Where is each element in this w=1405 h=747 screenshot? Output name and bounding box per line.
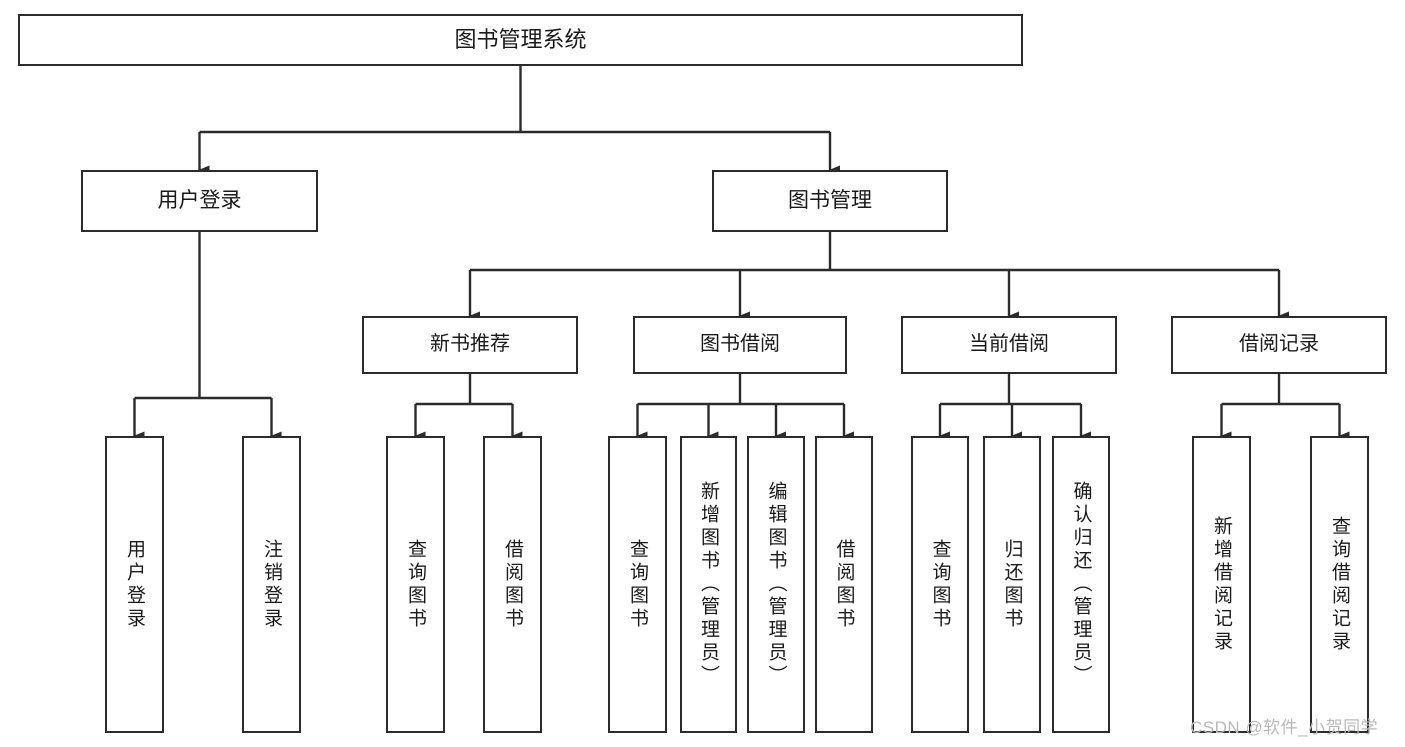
leaf-query-book-2[interactable]: 查询图书 (608, 436, 667, 733)
node-current-borrow[interactable]: 当前借阅 (901, 316, 1117, 374)
leaf-add-book-label: 新增图书（管理员） (698, 481, 719, 688)
leaf-borrow-book-2-label: 借阅图书 (833, 538, 855, 631)
leaf-query-book-3-label: 查询图书 (929, 538, 951, 631)
leaf-edit-book[interactable]: 编辑图书（管理员） (747, 436, 805, 733)
node-borrow-record-label: 借阅记录 (1239, 333, 1319, 356)
leaf-borrow-book-2[interactable]: 借阅图书 (815, 436, 873, 733)
leaf-borrow-book-1[interactable]: 借阅图书 (483, 436, 542, 733)
leaf-query-book-1[interactable]: 查询图书 (386, 436, 445, 733)
node-book-borrow[interactable]: 图书借阅 (633, 316, 847, 374)
node-book-manage-label: 图书管理 (788, 188, 872, 212)
node-current-borrow-label: 当前借阅 (969, 333, 1049, 356)
node-book-manage[interactable]: 图书管理 (712, 170, 948, 232)
leaf-query-book-3[interactable]: 查询图书 (911, 436, 969, 733)
leaf-add-record[interactable]: 新增借阅记录 (1192, 436, 1251, 733)
leaf-return-book[interactable]: 归还图书 (983, 436, 1041, 733)
node-borrow-record[interactable]: 借阅记录 (1171, 316, 1387, 374)
leaf-query-record[interactable]: 查询借阅记录 (1310, 436, 1369, 733)
leaf-logout-label: 注销登录 (261, 538, 282, 631)
node-root[interactable]: 图书管理系统 (18, 14, 1023, 66)
node-user-login[interactable]: 用户登录 (81, 170, 318, 232)
leaf-query-book-2-label: 查询图书 (627, 538, 648, 631)
leaf-confirm-return-label: 确认归还（管理员） (1070, 481, 1092, 688)
leaf-edit-book-label: 编辑图书（管理员） (765, 481, 787, 688)
leaf-user-login[interactable]: 用户登录 (105, 436, 164, 733)
node-root-label: 图书管理系统 (454, 27, 587, 53)
leaf-add-record-label: 新增借阅记录 (1211, 515, 1232, 654)
leaf-confirm-return[interactable]: 确认归还（管理员） (1052, 436, 1110, 733)
leaf-query-book-1-label: 查询图书 (405, 538, 426, 631)
node-new-book-recommend[interactable]: 新书推荐 (362, 316, 578, 374)
leaf-logout[interactable]: 注销登录 (242, 436, 301, 733)
leaf-borrow-book-1-label: 借阅图书 (502, 538, 523, 631)
leaf-return-book-label: 归还图书 (1001, 538, 1023, 631)
leaf-query-record-label: 查询借阅记录 (1329, 515, 1350, 654)
node-new-book-recommend-label: 新书推荐 (430, 333, 510, 356)
leaf-add-book[interactable]: 新增图书（管理员） (680, 436, 737, 733)
leaf-user-login-label: 用户登录 (124, 538, 145, 631)
node-user-login-label: 用户登录 (157, 188, 242, 212)
node-book-borrow-label: 图书借阅 (700, 333, 780, 356)
